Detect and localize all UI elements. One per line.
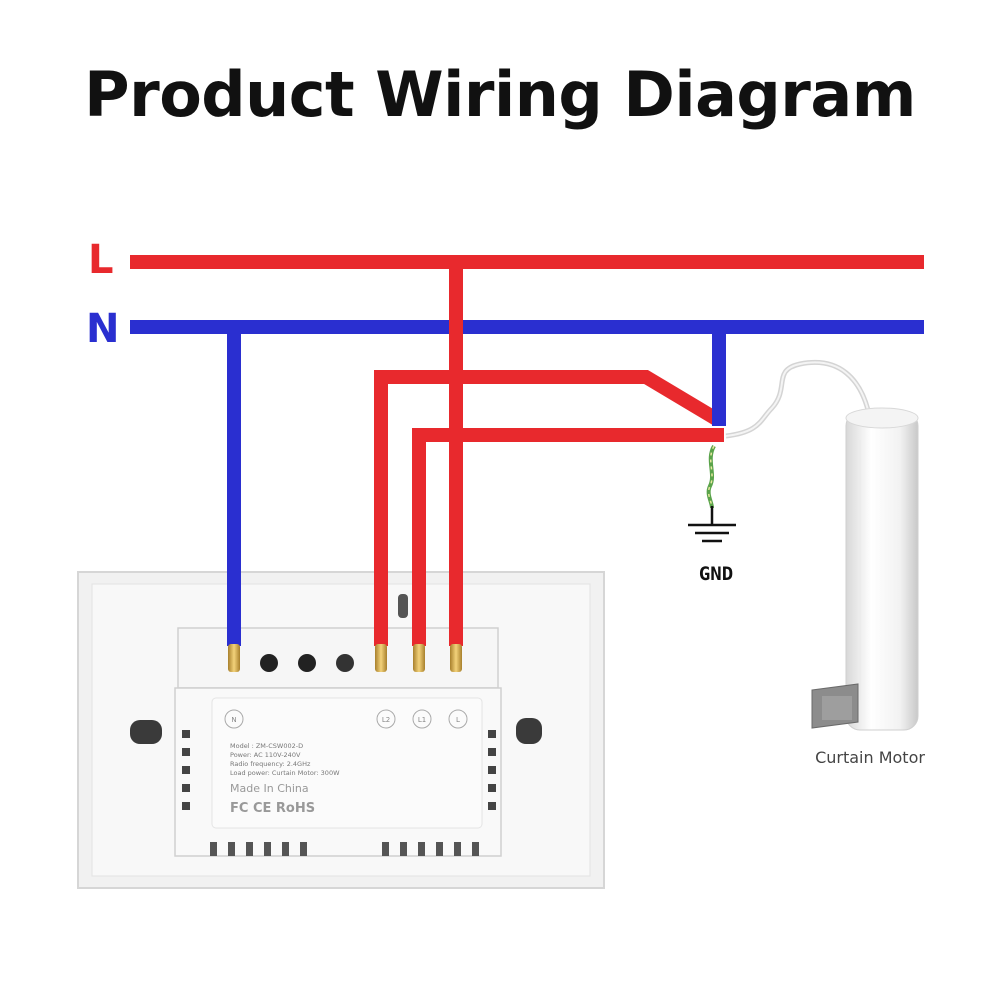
curtain-motor xyxy=(811,407,919,731)
screw-hole xyxy=(336,654,354,672)
certification-marks: FC CE RoHS xyxy=(230,801,315,816)
l2-wire-to-motor xyxy=(374,370,722,646)
screw-hole xyxy=(260,654,278,672)
spec-line: Model : ZM-CSW002-D xyxy=(230,742,303,750)
spec-line: Radio frequency: 2.4GHz xyxy=(230,760,311,768)
curtain-motor-label: Curtain Motor xyxy=(815,748,925,767)
live-line-label: L xyxy=(88,237,114,283)
screw-hole xyxy=(298,654,316,672)
spec-line: Load power: Curtain Motor: 300W xyxy=(230,769,340,777)
terminal-label-n: N xyxy=(231,716,236,724)
ground-label: GND xyxy=(699,563,733,585)
mounting-hole-left xyxy=(130,720,162,744)
switch-plate: N L2 L1 L Model : ZM-CSW002-D Power: AC … xyxy=(77,571,605,889)
mounting-slot-top xyxy=(398,594,408,618)
terminal-label-l1: L1 xyxy=(418,716,426,724)
ground-symbol xyxy=(688,506,736,543)
terminal-label-l2: L2 xyxy=(382,716,390,724)
spec-line: Power: AC 110V-240V xyxy=(230,751,301,759)
terminal-pins xyxy=(228,644,462,672)
l1-wire-to-motor xyxy=(412,428,724,646)
made-in-label: Made In China xyxy=(230,782,309,795)
page-title: Product Wiring Diagram xyxy=(84,58,916,131)
neutral-line-label: N xyxy=(86,306,119,352)
mounting-hole-right xyxy=(516,718,542,744)
terminal-label-l: L xyxy=(456,716,460,724)
label-area xyxy=(211,697,483,829)
